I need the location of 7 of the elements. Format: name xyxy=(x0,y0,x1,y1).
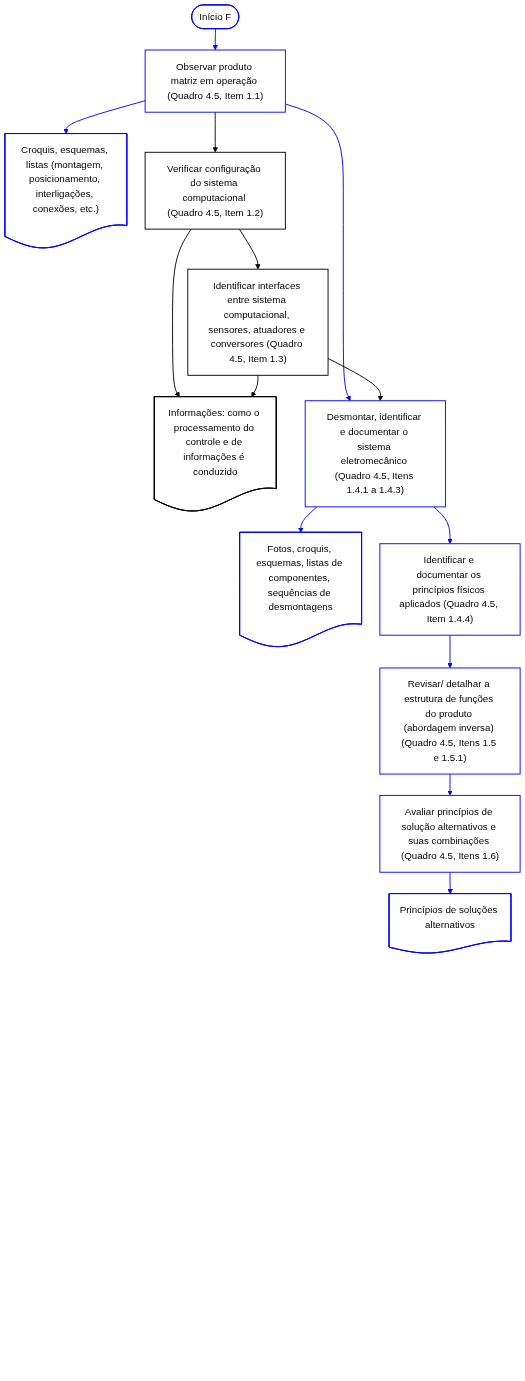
node-box: Observar produto matriz em operação (Quadro 4.5, Item 1.1) xyxy=(144,49,286,113)
node-box: Revisar/ detalhar a estrutura de funções do produto (abordagem inversa) (Quadro 4.5, Itens 1.5 e 1.5.1) xyxy=(379,667,521,775)
node-box: Desmontar, identificar e documentar o sistema eletromecânico (Quadro 4.5, Itens 1.4.1 a 1.4.3) xyxy=(304,400,446,508)
node-box: Identificar e documentar os princípios físicos aplicados (Quadro 4.5, Item 1.4.4) xyxy=(379,543,521,636)
node-box: Identificar interfaces entre sistema computacional, sensores, atuadores e conversores (Quadro 4.5, Item 1.3) xyxy=(187,268,329,376)
node-box: Verificar configuração do sistema computacional (Quadro 4.5, Item 1.2) xyxy=(144,151,286,230)
node-box: Avaliar princípios de solução alternativos e suas combinações (Quadro 4.5, Itens 1.6) xyxy=(379,794,521,873)
